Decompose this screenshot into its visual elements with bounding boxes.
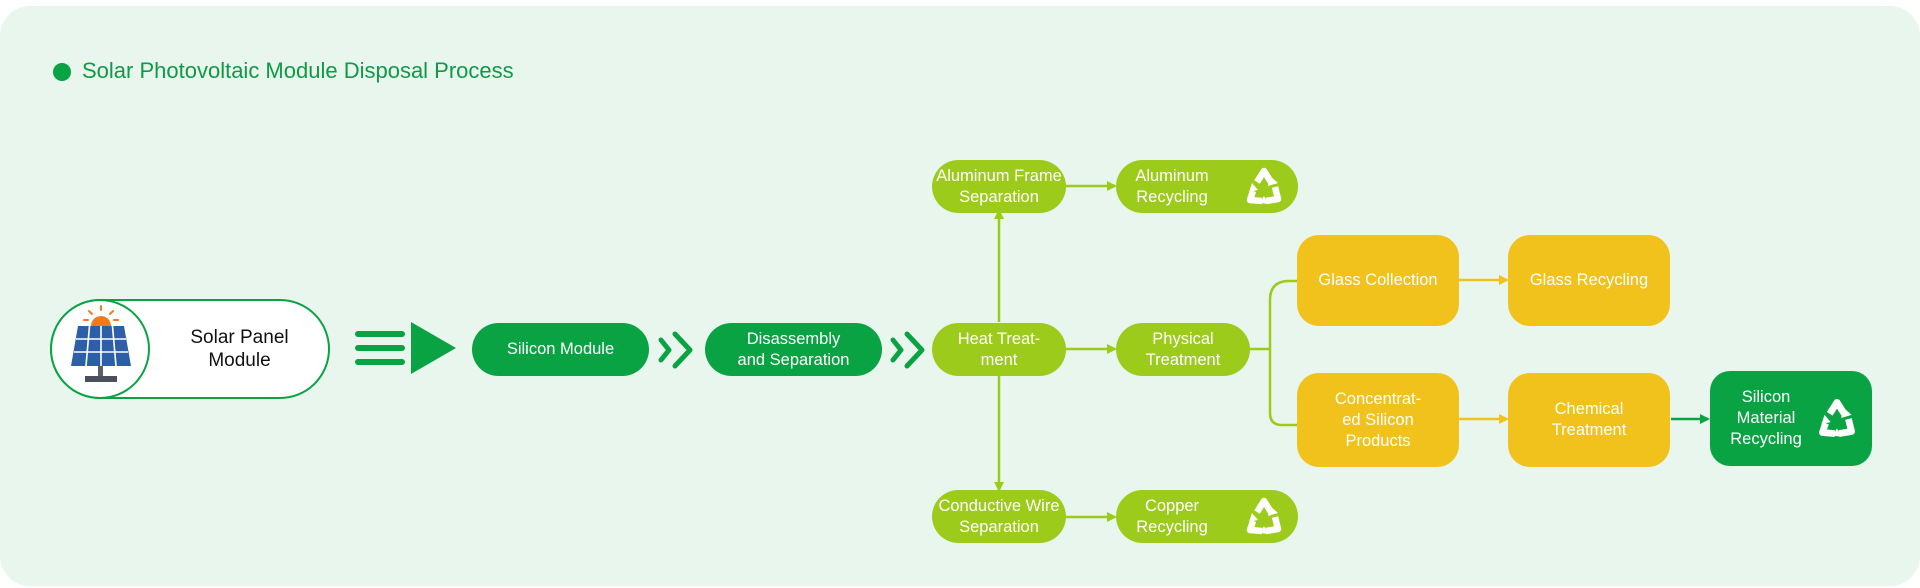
heat-treatment-label: Heat Treat-ment	[957, 329, 1041, 369]
source-label: Solar Panel Module	[190, 327, 289, 371]
silicon-material-recycling-node: Silicon Material Recycling	[1710, 371, 1872, 466]
disassembly-label: Disassembly and Separation	[737, 329, 850, 369]
glass-recycling-label: Glass Recycling	[1529, 271, 1649, 289]
recycle-icon	[1819, 398, 1855, 437]
recycle-icon	[1246, 167, 1282, 204]
aluminum-frame-separation-label: Aluminum Frame Separation	[936, 166, 1062, 206]
glass-collection-label: Glass Collection	[1318, 271, 1438, 289]
physical-treatment-label: Physical Treatment	[1145, 329, 1221, 369]
concentrated-silicon-label: Concentrat-ed Silicon Products	[1334, 389, 1422, 450]
solar-panel-icon	[71, 305, 131, 382]
glass-recycling-node: Glass Recycling	[1508, 235, 1670, 326]
conductive-wire-separation-node: Conductive Wire Separation	[932, 490, 1066, 543]
glass-collection-node: Glass Collection	[1297, 235, 1459, 326]
copper-recycling-node: Copper Recycling	[1116, 490, 1298, 543]
aluminum-frame-separation-node: Aluminum Frame Separation	[932, 160, 1066, 213]
recycle-icon	[1246, 497, 1282, 534]
silicon-module-label: Silicon Module	[506, 340, 615, 358]
copper-recycling-label: Copper Recycling	[1136, 496, 1208, 536]
heat-treatment-node: Heat Treat-ment	[932, 323, 1066, 376]
disassembly-node: Disassembly and Separation	[705, 323, 882, 376]
title-bullet	[53, 63, 71, 81]
silicon-module-node: Silicon Module	[472, 323, 649, 376]
aluminum-recycling-node: Aluminum Recycling	[1116, 160, 1298, 213]
chemical-treatment-label: Chemical Treatment	[1551, 400, 1627, 439]
lines-arrow-icon	[355, 322, 456, 374]
double-chevron-icon	[890, 331, 925, 369]
aluminum-recycling-label: Aluminum Recycling	[1135, 166, 1209, 206]
conductive-wire-separation-label: Conductive Wire Separation	[938, 496, 1060, 536]
bracket-physical-split	[1250, 279, 1297, 427]
silicon-material-recycling-label: Silicon Material Recycling	[1730, 388, 1802, 448]
double-chevron-icon	[658, 331, 693, 369]
solar-panel-module-node: Solar Panel Module	[50, 299, 330, 399]
physical-treatment-node: Physical Treatment	[1116, 323, 1250, 376]
concentrated-silicon-node: Concentrat-ed Silicon Products	[1297, 373, 1459, 467]
chemical-treatment-node: Chemical Treatment	[1508, 373, 1670, 467]
solar-panel-icon-badge	[50, 299, 150, 399]
diagram-title: Solar Photovoltaic Module Disposal Proce…	[82, 58, 514, 83]
